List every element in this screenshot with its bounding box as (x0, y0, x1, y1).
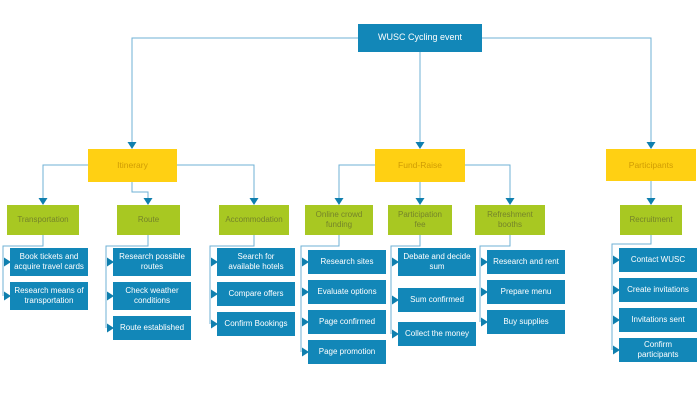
task-research-routes: Research possible routes (113, 248, 191, 276)
task-research-transport-means: Research means of transportation (10, 282, 88, 310)
task-check-weather: Check weather conditions (113, 282, 191, 310)
group-node-route: Route (117, 205, 180, 235)
group-node-online-crowd-funding: Online crowd funding (305, 205, 373, 235)
root-node-wusc-cycling-event: WUSC Cycling event (358, 24, 482, 52)
task-route-established: Route established (113, 316, 191, 340)
task-evaluate-options: Evaluate options (308, 280, 386, 304)
group-node-recruitment: Recruitment (620, 205, 682, 235)
branch-node-participants: Participants (606, 149, 696, 181)
task-create-invitations: Create invitations (619, 278, 697, 302)
task-research-and-rent: Research and rent (487, 250, 565, 274)
task-sum-confirmed: Sum confirmed (398, 288, 476, 312)
task-page-confirmed: Page confirmed (308, 310, 386, 334)
task-confirm-bookings: Confirm Bookings (217, 312, 295, 336)
group-node-accommodation: Accommodation (219, 205, 289, 235)
branch-node-fund-raise: Fund-Raise (375, 149, 465, 182)
group-node-transportation: Transportation (7, 205, 79, 235)
task-research-sites: Research sites (308, 250, 386, 274)
task-collect-money: Collect the money (398, 322, 476, 346)
task-buy-supplies: Buy supplies (487, 310, 565, 334)
task-book-tickets: Book tickets and acquire travel cards (10, 248, 88, 276)
branch-node-itinerary: Itinerary (88, 149, 177, 182)
task-confirm-participants: Confirm participants (619, 338, 697, 362)
group-node-refreshment-booths: Refreshment booths (475, 205, 545, 235)
group-node-participation-fee: Participation fee (388, 205, 452, 235)
task-invitations-sent: Invitations sent (619, 308, 697, 332)
task-page-promotion: Page promotion (308, 340, 386, 364)
task-contact-wusc: Contact WUSC (619, 248, 697, 272)
task-search-hotels: Search for available hotels (217, 248, 295, 276)
task-debate-decide-sum: Debate and decide sum (398, 248, 476, 276)
task-compare-offers: Compare offers (217, 282, 295, 306)
task-prepare-menu: Prepare menu (487, 280, 565, 304)
